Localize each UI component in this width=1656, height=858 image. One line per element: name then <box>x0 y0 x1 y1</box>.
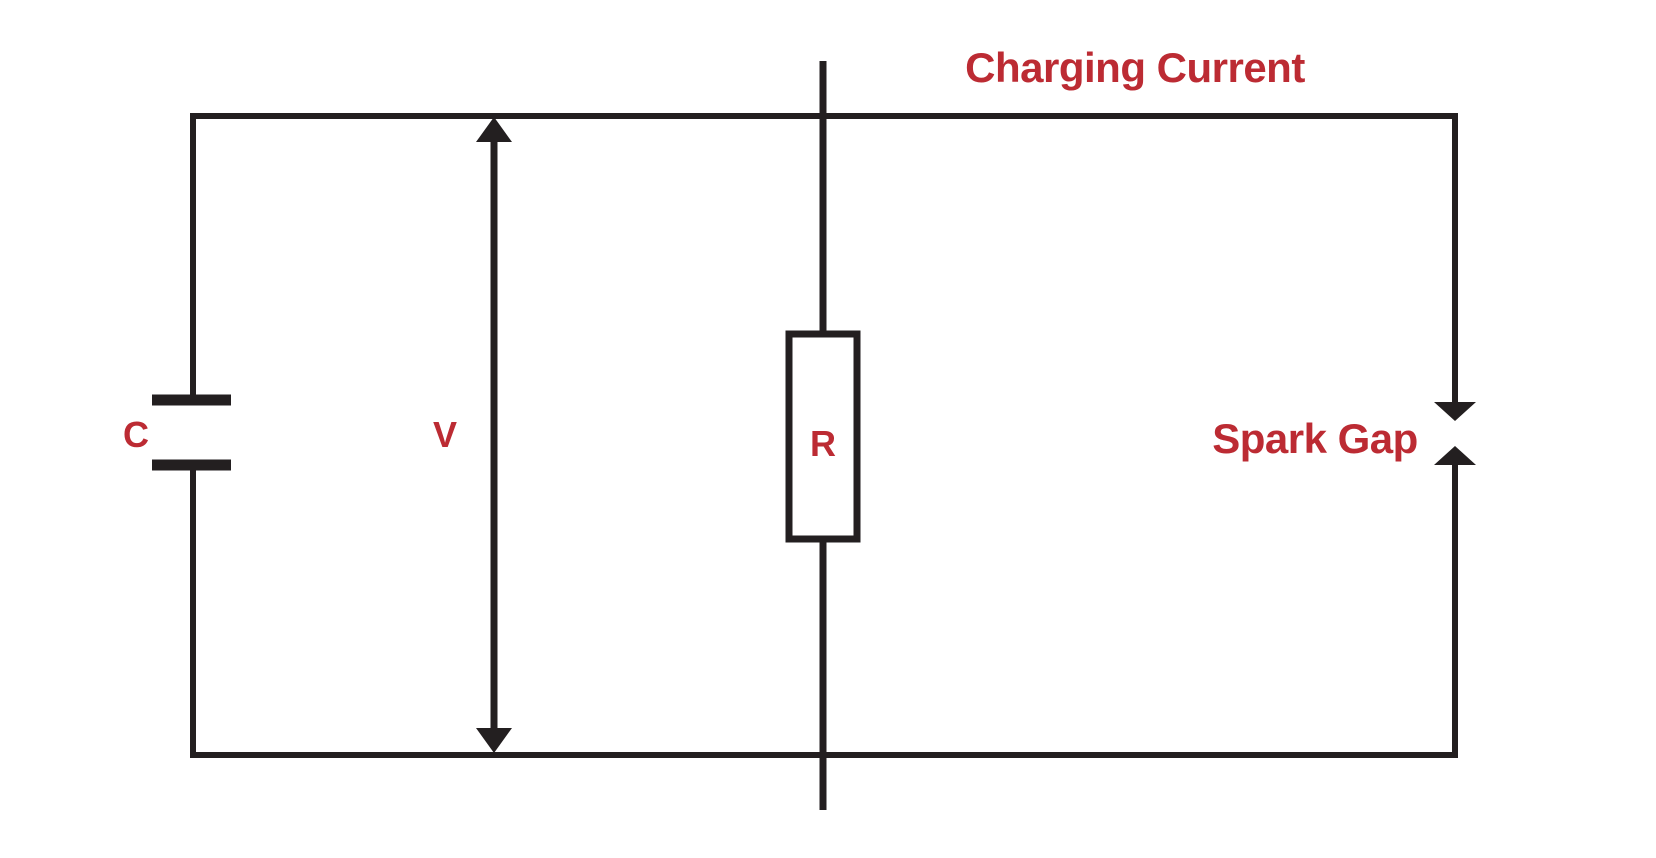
capacitor-label: C <box>123 414 149 455</box>
resistor-label: R <box>810 423 836 464</box>
resistor-body <box>785 330 861 543</box>
spark-gap-up-arrowhead <box>1434 446 1476 465</box>
spark-gap-down-arrowhead <box>1434 402 1476 421</box>
voltage-arrow <box>476 117 512 753</box>
spark-gap-symbol <box>1434 113 1476 758</box>
spark-gap-label: Spark Gap <box>1212 415 1418 462</box>
voltage-arrow-up-arrowhead <box>476 117 512 142</box>
voltage-arrow-down-arrowhead <box>476 728 512 753</box>
voltage-label: V <box>433 414 457 455</box>
resistor-branch <box>785 61 861 810</box>
capacitor-symbol <box>152 394 231 471</box>
charging-current-label: Charging Current <box>965 44 1305 91</box>
